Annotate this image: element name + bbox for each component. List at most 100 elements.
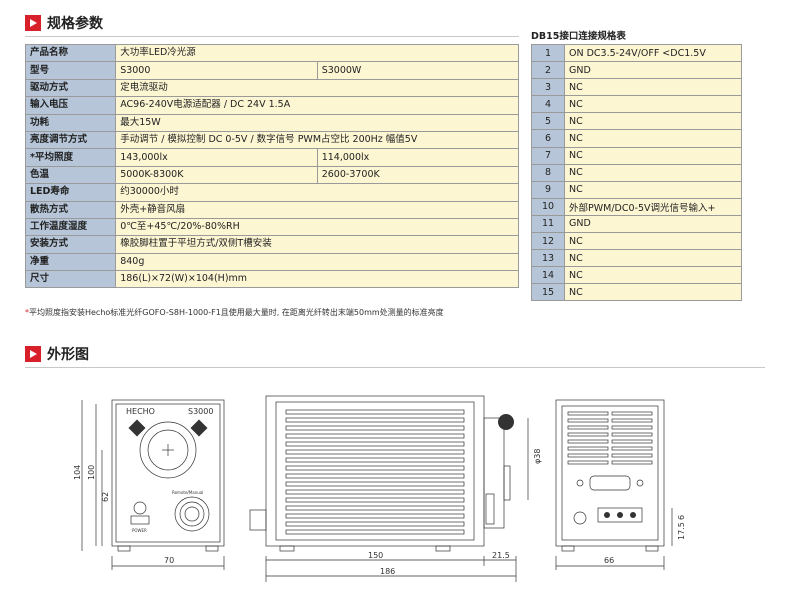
divider <box>25 36 519 37</box>
spec-label: 工作温度湿度 <box>24 217 117 237</box>
dim-front-inner: 100 <box>87 465 96 480</box>
front-brand: HECHO <box>126 407 155 416</box>
spec-row: 产品名称大功率LED冷光源 <box>24 43 519 63</box>
spec-label: 驱动方式 <box>24 78 117 98</box>
dim-rear-b: 6 <box>677 515 686 520</box>
spec-label: 色温 <box>24 165 117 185</box>
heatsink-fin <box>285 425 465 431</box>
spec-value: 橡胶脚柱置于平坦方式/双侧T槽安装 <box>115 235 519 254</box>
db15-desc: NC <box>564 283 742 302</box>
heatsink-fin <box>285 497 465 503</box>
spec-label: 尺寸 <box>24 270 117 289</box>
rear-fin <box>611 446 653 451</box>
db15-desc: NC <box>564 180 742 199</box>
heatsink-fin <box>285 465 465 471</box>
db15-desc: NC <box>564 146 742 165</box>
db15-pin: 7 <box>531 146 565 165</box>
db15-pin: 4 <box>531 95 565 114</box>
spec-value: 约30000小时 <box>115 183 519 202</box>
db15-desc: NC <box>564 232 742 251</box>
spec-value: S3000W <box>316 61 520 80</box>
db15-desc: NC <box>564 163 742 182</box>
footnote-text: 平均照度指安装Hecho标准光纤GOFO-S8H-1000-F1且使用最大量时,… <box>29 308 444 317</box>
db15-pin: 9 <box>531 180 565 199</box>
front-power-label: POWER <box>132 528 147 533</box>
spec-row: 驱动方式定电流驱动 <box>24 78 519 98</box>
front-view: HECHO S3000 Remote/Manual POWER 70 104 1… <box>73 399 225 570</box>
spec-value: 114,000lx <box>316 148 520 167</box>
db15-pin: 3 <box>531 78 565 97</box>
spec-value: 2600-3700K <box>316 165 520 185</box>
heatsink-fin <box>285 449 465 455</box>
footnote-star: * <box>25 308 29 317</box>
spec-footnote: *平均照度指安装Hecho标准光纤GOFO-S8H-1000-F1且使用最大量时… <box>25 307 444 318</box>
spec-value: 大功率LED冷光源 <box>115 43 519 63</box>
spec-label: 产品名称 <box>24 43 117 63</box>
dim-front-axis: 62 <box>101 492 110 502</box>
spec-label: 功耗 <box>24 113 117 132</box>
outline-section-header: 外形图 <box>25 344 89 364</box>
dim-front-height: 104 <box>73 465 82 480</box>
side-view: 150 21.5 186 φ38 <box>249 395 542 582</box>
rear-view: 66 17.5 6 <box>555 399 686 570</box>
heatsink-fin <box>285 473 465 479</box>
db15-desc: NC <box>564 249 742 268</box>
rear-fin <box>611 432 653 437</box>
dim-rear-a: 17.5 <box>677 522 686 540</box>
rear-fin <box>567 453 609 458</box>
db15-pin: 1 <box>531 43 565 63</box>
db15-pin: 6 <box>531 129 565 148</box>
rear-fin <box>611 460 653 465</box>
rear-fin <box>567 418 609 423</box>
heatsink-fin <box>285 505 465 511</box>
db15-pin: 8 <box>531 163 565 182</box>
spec-value: 186(L)×72(W)×104(H)mm <box>115 270 519 289</box>
db15-pin: 11 <box>531 214 565 234</box>
db15-title: DB15接口连接规格表 <box>531 31 626 42</box>
rear-fin <box>611 453 653 458</box>
spec-value: 143,000lx <box>115 148 318 167</box>
rear-fin <box>567 439 609 444</box>
spec-label: *平均照度 <box>24 148 117 167</box>
db15-desc: GND <box>564 61 742 80</box>
dim-side-port: 21.5 <box>492 551 510 560</box>
rear-fin <box>567 411 609 416</box>
rear-fin <box>567 425 609 430</box>
spec-label: 安装方式 <box>24 235 117 254</box>
db15-pin: 14 <box>531 266 565 285</box>
db15-pin: 2 <box>531 61 565 80</box>
spec-label: LED寿命 <box>24 183 117 202</box>
db15-pin: 10 <box>531 197 565 216</box>
spec-label: 输入电压 <box>24 96 117 115</box>
spec-label: 型号 <box>24 61 117 80</box>
heatsink-fin <box>285 521 465 527</box>
heatsink-fin <box>285 417 465 423</box>
db15-desc: NC <box>564 95 742 114</box>
spec-row: LED寿命约30000小时 <box>24 183 519 202</box>
rear-fin <box>567 460 609 465</box>
db15-desc: 外部PWM/DC0-5V调光信号输入+ <box>564 197 742 216</box>
dim-rear-width: 66 <box>604 556 614 565</box>
heatsink-fin <box>285 441 465 447</box>
heatsink-fin <box>285 513 465 519</box>
rear-fin <box>611 439 653 444</box>
heatsink-fin <box>285 457 465 463</box>
rear-fin <box>611 425 653 430</box>
spec-value: S3000 <box>115 61 318 80</box>
